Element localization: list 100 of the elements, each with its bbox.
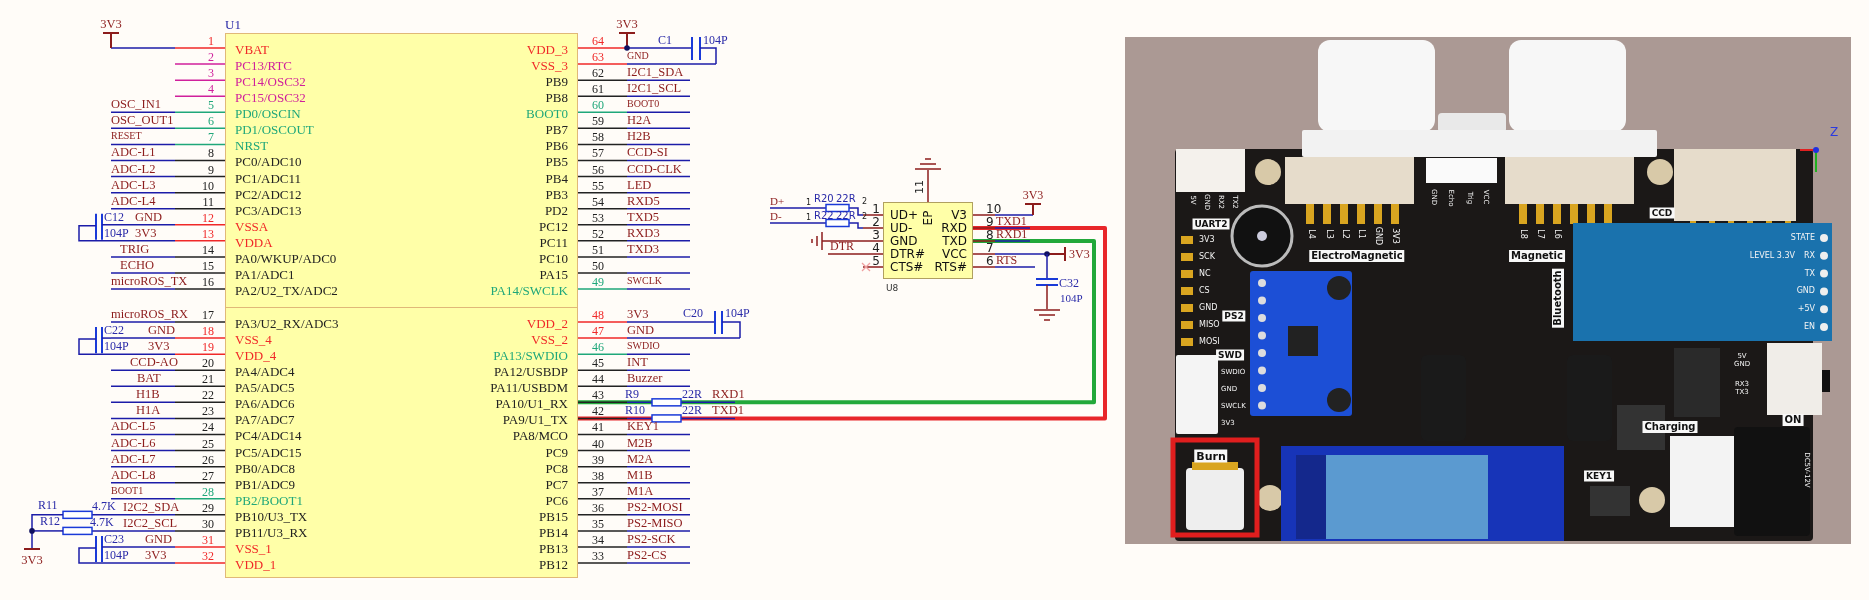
silkscreen-label: L3 — [1325, 229, 1333, 239]
pin-name: VDD_3 — [526, 42, 568, 56]
pin-number: 45 — [592, 357, 604, 370]
power-net-label: 3V3 — [616, 17, 638, 31]
pin-number: 6 — [208, 115, 214, 128]
pin-number: 32 — [202, 550, 214, 563]
pin-number: 27 — [202, 469, 214, 482]
pin-number: 64 — [592, 35, 604, 47]
pin-number: 2 — [208, 51, 214, 64]
net-label: PS2-CS — [627, 548, 667, 562]
component-value: 104P — [104, 226, 129, 239]
pin-name: PB5 — [545, 155, 568, 168]
silkscreen-label: SWD — [1216, 349, 1244, 361]
pin-name: PC8 — [545, 461, 568, 475]
pin-name: PA0/WKUP/ADC0 — [235, 251, 337, 265]
pin-name: PA10/U1_RX — [495, 396, 568, 410]
pin-name: PA3/U2_RX/ADC3 — [235, 316, 339, 330]
pin-number: 34 — [592, 533, 604, 546]
pin-number: 54 — [592, 195, 604, 208]
pin-number: 25 — [202, 437, 214, 450]
pin-number: 50 — [592, 259, 604, 272]
component-value: 104P — [1060, 292, 1083, 304]
net-label: D+ — [770, 195, 785, 207]
pin-number: 47 — [592, 325, 604, 338]
net-label: RXD5 — [627, 194, 660, 207]
component-value: 4.7K — [90, 515, 114, 528]
pin-number: 24 — [202, 421, 214, 434]
pin-name: PB10/U3_TX — [235, 509, 308, 523]
silkscreen-label: GND — [1199, 304, 1218, 312]
pin-name: PC15/OSC32 — [235, 90, 306, 104]
net-label: RXD3 — [627, 226, 660, 240]
pin-number: 60 — [592, 99, 604, 112]
net-label: ADC-L6 — [111, 436, 156, 449]
pin-number: 31 — [202, 533, 214, 546]
pin-number: 14 — [202, 243, 214, 256]
pin-number: 41 — [592, 421, 604, 434]
silkscreen-label: EN — [1803, 323, 1815, 331]
pin-number: 28 — [202, 485, 214, 498]
silkscreen-label: CS — [1199, 287, 1210, 295]
wire-connector — [578, 239, 1096, 405]
pin-number: 9 — [986, 216, 994, 228]
pin-name: VSS_4 — [235, 332, 272, 346]
pin-number: 20 — [202, 357, 214, 370]
silkscreen-label: Bluetooth — [1552, 268, 1564, 328]
net-label: 3V3 — [145, 548, 167, 562]
net-label: PS2-MISO — [627, 516, 683, 530]
pin-name: PB7 — [545, 122, 568, 136]
silkscreen-label: ElectroMagnetic — [1309, 250, 1405, 262]
component-value: 22R — [682, 404, 702, 417]
pin-number: 37 — [592, 485, 604, 498]
power-net-label: 3V3 — [100, 17, 122, 31]
wire-connector — [578, 226, 1107, 421]
net-label: H1A — [136, 404, 161, 417]
pin-number: 61 — [592, 83, 604, 96]
net-label: Buzzer — [627, 372, 663, 385]
net-label: PS2-MOSI — [627, 500, 683, 514]
pin-name: PB13 — [539, 541, 568, 555]
net-label: GND — [627, 323, 655, 337]
pin-number: 8 — [208, 147, 214, 160]
pin-number: 42 — [592, 405, 604, 418]
pin-number: 58 — [592, 131, 604, 144]
pin-number: 10 — [202, 179, 214, 192]
pin-number: 51 — [592, 243, 604, 256]
pin-number: 1 — [208, 35, 214, 47]
silkscreen-label: 3V3 — [1391, 228, 1399, 244]
pin-name: PA5/ADC5 — [235, 380, 295, 394]
pin-name: PB1/ADC9 — [235, 477, 295, 491]
pin-number: 10 — [986, 203, 1002, 215]
net-label: SWCLK — [627, 276, 662, 287]
pin-name: PC6 — [545, 493, 568, 507]
pin-name: PC2/ADC12 — [235, 187, 302, 201]
pin-name: PB4 — [545, 171, 568, 185]
pin-name: PA9/U1_TX — [502, 412, 568, 426]
silkscreen-label: MOSI — [1199, 338, 1220, 346]
silkscreen-label: RX — [1803, 252, 1815, 260]
pin-number: 44 — [592, 373, 604, 386]
silkscreen-label: KEY1 — [1584, 470, 1614, 482]
silkscreen-label: Burn — [1194, 449, 1228, 463]
pin-number: 11 — [202, 195, 214, 208]
pin-name: PA7/ADC7 — [235, 412, 295, 426]
component-value: 104P — [703, 34, 728, 46]
pin-name: PD2 — [544, 203, 568, 217]
pin-name: PA14/SWCLK — [490, 283, 568, 297]
net-label: ADC-L8 — [111, 468, 156, 481]
net-label: M2B — [627, 436, 653, 449]
power-net-label: 3V3 — [1022, 189, 1044, 201]
net-label: RXD1 — [996, 228, 1028, 240]
pin-number: 52 — [592, 227, 604, 240]
pin-name: VDD_4 — [235, 348, 277, 362]
pin-name: RTS# — [934, 261, 967, 273]
net-label: D- — [770, 210, 782, 222]
pin-name: PB15 — [539, 509, 568, 523]
net-label: OSC_OUT1 — [111, 114, 174, 127]
net-label: microROS_TX — [111, 274, 188, 288]
silkscreen-label: LEVEL 3.3V — [1749, 252, 1795, 260]
pin-number: 7 — [208, 131, 214, 144]
pin-name: UD+ — [890, 209, 919, 221]
pin-name: DTR# — [890, 248, 925, 260]
pin-number: 7 — [986, 242, 994, 254]
silkscreen-label: L7 — [1536, 229, 1544, 239]
